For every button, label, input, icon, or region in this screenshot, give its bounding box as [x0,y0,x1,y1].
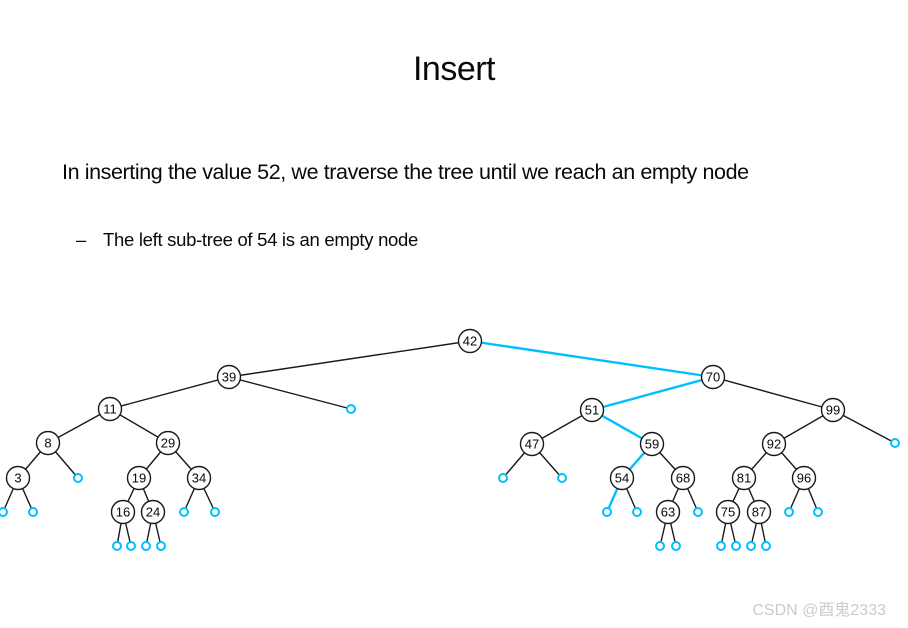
tree-node-label: 16 [116,505,130,520]
tree-node-29: 29 [155,430,181,456]
empty-node [346,404,356,414]
empty-node [784,507,794,517]
tree-edge-highlighted [591,375,714,412]
tree-node-59: 59 [639,431,665,457]
empty-node [0,507,8,517]
tree-node-34: 34 [186,465,212,491]
tree-node-54: 54 [609,465,635,491]
tree-node-label: 87 [752,505,766,520]
tree-node-63: 63 [655,499,681,525]
empty-node [731,541,741,551]
bullet-dash-marker: – [76,229,86,250]
body-paragraph: In inserting the value 52, we traverse t… [62,160,749,184]
tree-edge [228,376,352,410]
tree-node-label: 34 [192,471,206,486]
tree-node-label: 68 [676,471,690,486]
empty-node [126,541,136,551]
empty-node [28,507,38,517]
empty-node [602,507,612,517]
tree-node-label: 39 [222,370,236,385]
empty-node [890,438,900,448]
empty-node [498,473,508,483]
empty-node [557,473,567,483]
tree-node-label: 99 [826,403,840,418]
tree-node-16: 16 [110,499,136,525]
bullet-text: The left sub-tree of 54 is an empty node [103,229,419,250]
tree-node-label: 59 [645,437,659,452]
tree-node-42: 42 [457,328,483,354]
tree-node-label: 63 [661,505,675,520]
empty-node [813,507,823,517]
tree-node-99: 99 [820,397,846,423]
sub-bullet: – The left sub-tree of 54 is an empty no… [76,229,418,251]
tree-node-39: 39 [216,364,242,390]
tree-node-47: 47 [519,431,545,457]
tree-node-label: 75 [721,505,735,520]
tree-edge [712,376,834,411]
tree-node-label: 42 [463,334,477,349]
tree-node-label: 70 [706,370,720,385]
slide-title: Insert [412,50,496,88]
empty-node [141,541,151,551]
tree-node-96: 96 [791,465,817,491]
empty-node [210,507,220,517]
tree-node-24: 24 [140,499,166,525]
tree-node-label: 92 [767,437,781,452]
empty-node [73,473,83,483]
empty-node [112,541,122,551]
tree-node-68: 68 [670,465,696,491]
tree-node-label: 81 [737,471,751,486]
tree-node-label: 47 [525,437,539,452]
tree-node-11: 11 [97,396,123,422]
tree-node-70: 70 [700,364,726,390]
tree-node-label: 96 [797,471,811,486]
empty-node [156,541,166,551]
tree-node-92: 92 [761,431,787,457]
tree-node-8: 8 [35,430,61,456]
empty-node [693,507,703,517]
tree-edge [109,376,230,410]
empty-node [761,541,771,551]
tree-node-label: 54 [615,471,629,486]
tree-node-87: 87 [746,499,772,525]
tree-node-label: 24 [146,505,160,520]
watermark: CSDN @酉鬼2333 [752,602,886,619]
tree-node-75: 75 [715,499,741,525]
tree-node-19: 19 [126,465,152,491]
empty-node [671,541,681,551]
tree-node-81: 81 [731,465,757,491]
tree-node-label: 29 [161,436,175,451]
tree-node-3: 3 [5,465,31,491]
tree-node-51: 51 [579,397,605,423]
empty-node [655,541,665,551]
empty-node [716,541,726,551]
tree-node-label: 3 [14,471,21,486]
tree-node-label: 11 [103,402,117,417]
empty-node [632,507,642,517]
empty-node [179,507,189,517]
tree-edge-highlighted [469,339,714,379]
tree-node-label: 8 [44,436,51,451]
tree-edge [228,340,471,378]
tree-node-label: 51 [585,403,599,418]
empty-node [746,541,756,551]
tree-node-label: 19 [132,471,146,486]
